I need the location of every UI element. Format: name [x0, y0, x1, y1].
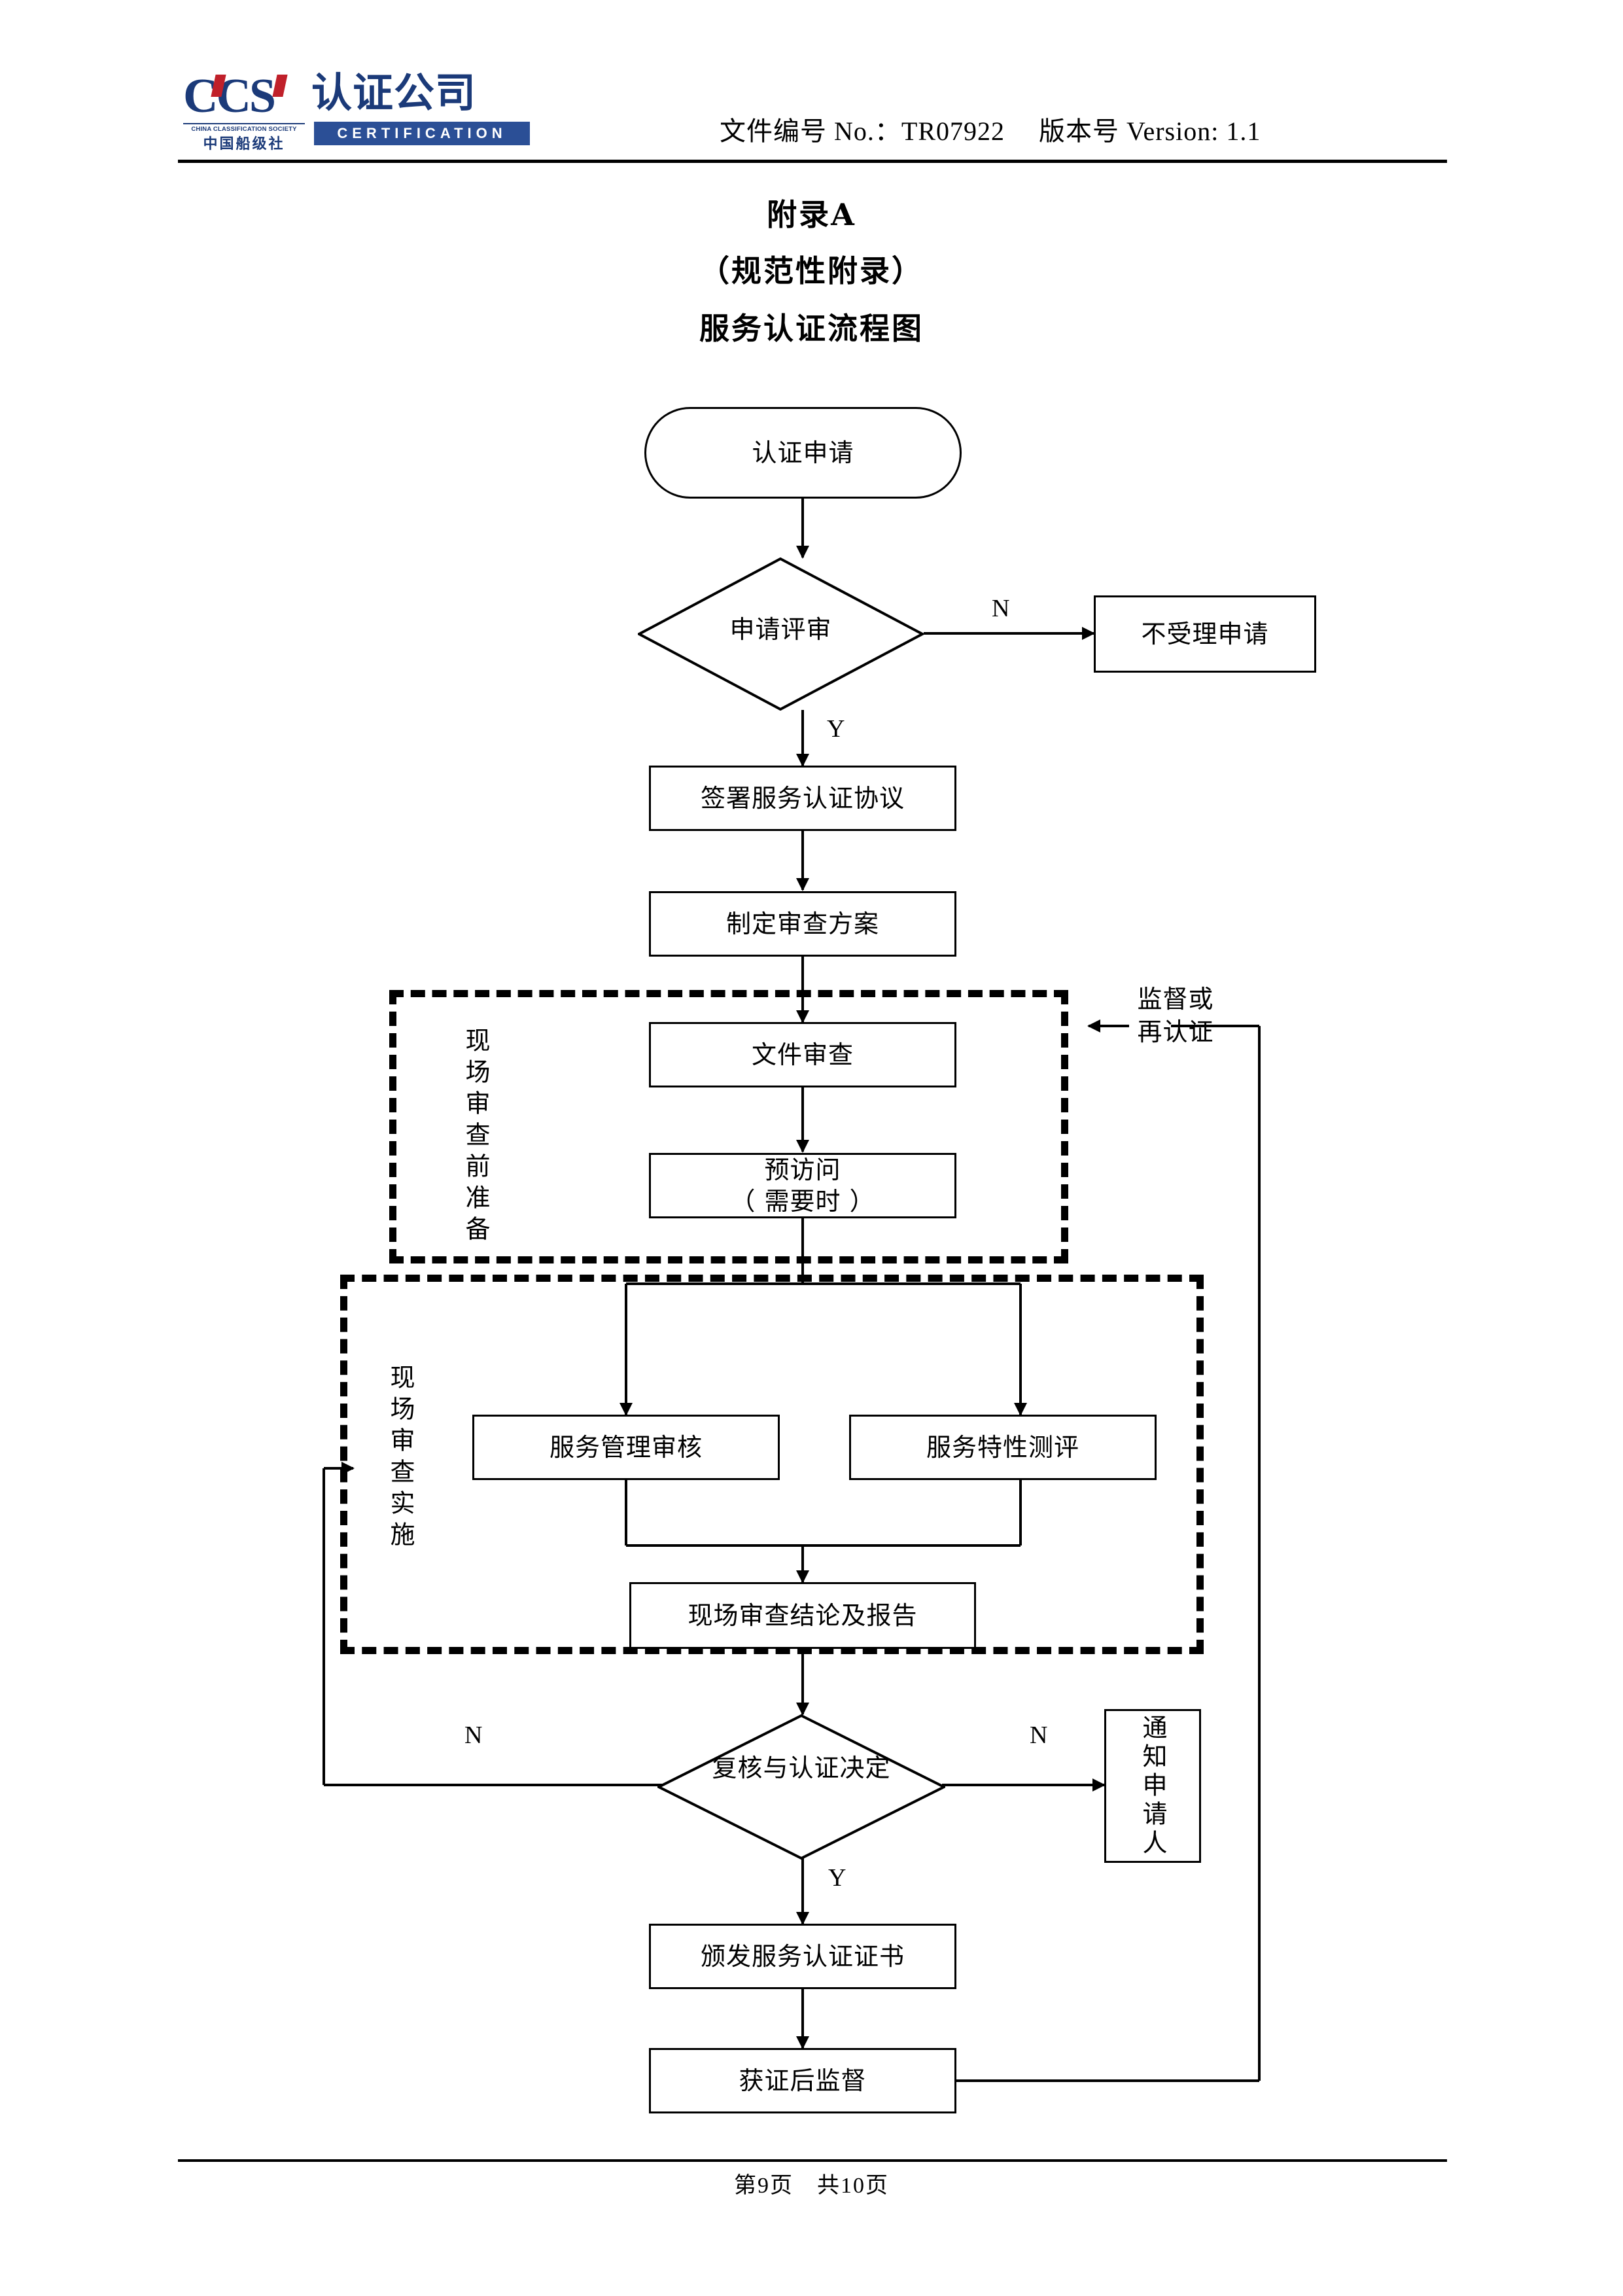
logo-certification-band: CERTIFICATION — [314, 122, 530, 145]
node-document-review[interactable]: 文件审查 — [649, 1022, 956, 1087]
group-box-onsite-review-execution — [340, 1275, 1204, 1654]
logo-chinese-subtitle: 中国船级社 — [203, 136, 285, 152]
logo-company-name: 认证公司 — [311, 69, 477, 116]
branch-label-application-review-yes: Y — [827, 715, 845, 743]
page-number: 第9页 共10页 — [734, 2174, 889, 2198]
node-reject-application[interactable]: 不受理申请 — [1094, 595, 1316, 673]
branch-label-decision-yes: Y — [828, 1864, 846, 1892]
appendix-subtitle: （规范性附录） — [699, 253, 924, 289]
node-post-certification-surveillance[interactable]: 获证后监督 — [649, 2048, 956, 2113]
node-review-and-certification-decision[interactable]: 复核与认证决定 — [657, 1714, 945, 1860]
diamond-shape-icon — [657, 1714, 945, 1860]
footer-divider — [178, 2159, 1447, 2162]
logo-ccs-mark: CCS — [183, 69, 276, 123]
diamond-shape-icon — [638, 557, 924, 711]
node-application-review[interactable]: 申请评审 — [638, 557, 924, 711]
node-service-characteristic-evaluation[interactable]: 服务特性测评 — [849, 1415, 1157, 1480]
node-onsite-review-conclusion-report[interactable]: 现场审查结论及报告 — [629, 1582, 976, 1649]
node-certification-application[interactable]: 认证申请 — [644, 407, 962, 499]
annotation-surveillance-or-recertification: 监督或 再认证 — [1137, 985, 1214, 1046]
appendix-title: 附录A — [767, 197, 856, 232]
group-label-onsite-review-execution: 现场审查实施 — [386, 1364, 415, 1553]
flowchart-title: 服务认证流程图 — [699, 311, 924, 346]
group-label-pre-onsite-preparation: 现场审查前准备 — [461, 1027, 490, 1247]
logo-english-subtitle: CHINA CLASSIFICATION SOCIETY — [183, 123, 305, 133]
document-meta: 文件编号 No.：TR07922 版本号 Version: 1.1 — [720, 116, 1261, 146]
ccs-logo: CCS CHINA CLASSIFICATION SOCIETY 中国船级社 认… — [183, 69, 530, 152]
node-label: 复核与认证决定 — [712, 1754, 891, 1782]
page-header: CCS CHINA CLASSIFICATION SOCIETY 中国船级社 认… — [0, 0, 1623, 170]
branch-label-application-review-no: N — [992, 595, 1010, 622]
node-sign-certification-agreement[interactable]: 签署服务认证协议 — [649, 766, 956, 831]
branch-label-decision-no-right: N — [1030, 1722, 1048, 1749]
node-service-management-audit[interactable]: 服务管理审核 — [472, 1415, 780, 1480]
node-formulate-review-plan[interactable]: 制定审查方案 — [649, 891, 956, 957]
node-pre-visit[interactable]: 预访问 （ 需要时 ） — [649, 1153, 956, 1218]
branch-label-decision-no-left: N — [464, 1722, 483, 1749]
header-divider — [178, 160, 1447, 163]
node-label: 申请评审 — [729, 615, 832, 644]
node-notify-applicant[interactable]: 通知申请人 — [1104, 1709, 1201, 1863]
group-box-pre-onsite-preparation — [389, 990, 1068, 1263]
node-issue-service-certificate[interactable]: 颁发服务认证证书 — [649, 1924, 956, 1989]
